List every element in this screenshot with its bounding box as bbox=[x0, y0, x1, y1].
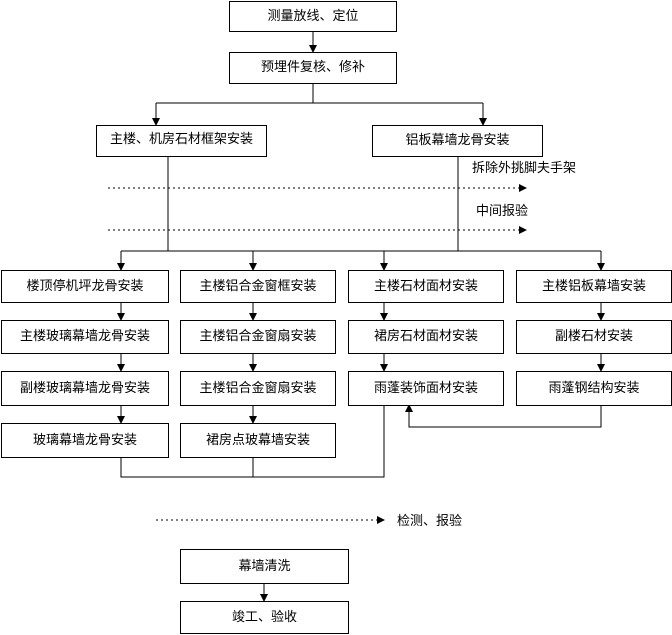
node-roof-apron-keel: 楼顶停机坪龙骨安装 bbox=[1, 270, 169, 303]
node-main-al-curtain: 主楼铝板幕墙安装 bbox=[516, 270, 672, 303]
node-survey: 测量放线、定位 bbox=[229, 1, 397, 32]
node-canopy-steel: 雨蓬钢结构安装 bbox=[516, 371, 672, 406]
node-main-stone-frame: 主楼、机房石材框架安装 bbox=[96, 125, 267, 157]
node-al-curtain-keel: 铝板幕墙龙骨安装 bbox=[372, 125, 543, 157]
node-main-al-sash-2: 主楼铝合金窗扇安装 bbox=[180, 371, 336, 406]
annotation-test-inspection: 检测、报验 bbox=[397, 514, 463, 529]
edge-canopy-steel-to-decor bbox=[405, 404, 602, 428]
annotation-mid-inspection: 中间报验 bbox=[476, 204, 529, 219]
node-main-glass-keel: 主楼玻璃幕墙龙骨安装 bbox=[1, 320, 169, 354]
node-curtain-clean: 幕墙清洗 bbox=[180, 549, 349, 584]
node-main-stone-face: 主楼石材面材安装 bbox=[348, 270, 504, 303]
node-podium-stone-face: 裙房石材面材安装 bbox=[348, 320, 504, 354]
node-embed-check: 预埋件复核、修补 bbox=[229, 52, 397, 84]
node-annex-stone: 副楼石材安装 bbox=[516, 320, 672, 354]
node-completion: 竣工、验收 bbox=[180, 601, 349, 634]
node-podium-point-glass: 裙房点玻幕墙安装 bbox=[180, 423, 336, 458]
annotation-remove-scaffold: 拆除外挑脚夫手架 bbox=[472, 161, 577, 176]
node-glass-keel: 玻璃幕墙龙骨安装 bbox=[1, 423, 169, 458]
node-main-al-sash-1: 主楼铝合金窗扇安装 bbox=[180, 320, 336, 354]
node-canopy-decor: 雨蓬装饰面材安装 bbox=[348, 371, 504, 406]
node-main-al-window-frame: 主楼铝合金窗框安装 bbox=[180, 270, 336, 303]
node-annex-glass-keel: 副楼玻璃幕墙龙骨安装 bbox=[1, 371, 169, 406]
